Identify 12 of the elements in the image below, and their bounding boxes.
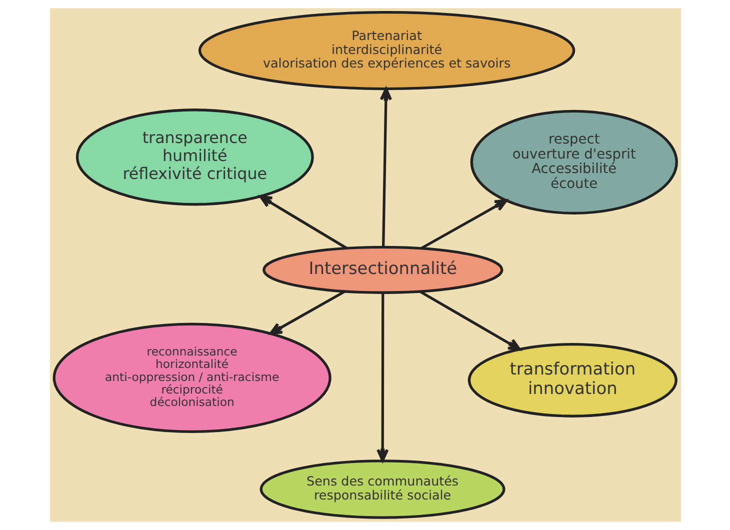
arrow xyxy=(379,87,392,248)
arrow xyxy=(268,290,346,335)
arrow xyxy=(376,292,388,462)
arrow xyxy=(418,290,520,351)
node-ellipse: transformation innovation xyxy=(467,343,677,418)
node-ellipse: transparence humilité réflexivité critique xyxy=(75,108,314,206)
node-ellipse: respect ouverture d'esprit Accessibilité écoute xyxy=(470,110,678,215)
node-ellipse: Partenariat interdisciplinarité valorisation des expériences et savoirs xyxy=(198,10,575,90)
node-ellipse: Intersectionnalité xyxy=(262,246,503,294)
arrow xyxy=(420,199,507,250)
node-ellipse: Sens des communautés responsabilité sociale xyxy=(259,460,505,519)
arrow xyxy=(258,195,348,250)
